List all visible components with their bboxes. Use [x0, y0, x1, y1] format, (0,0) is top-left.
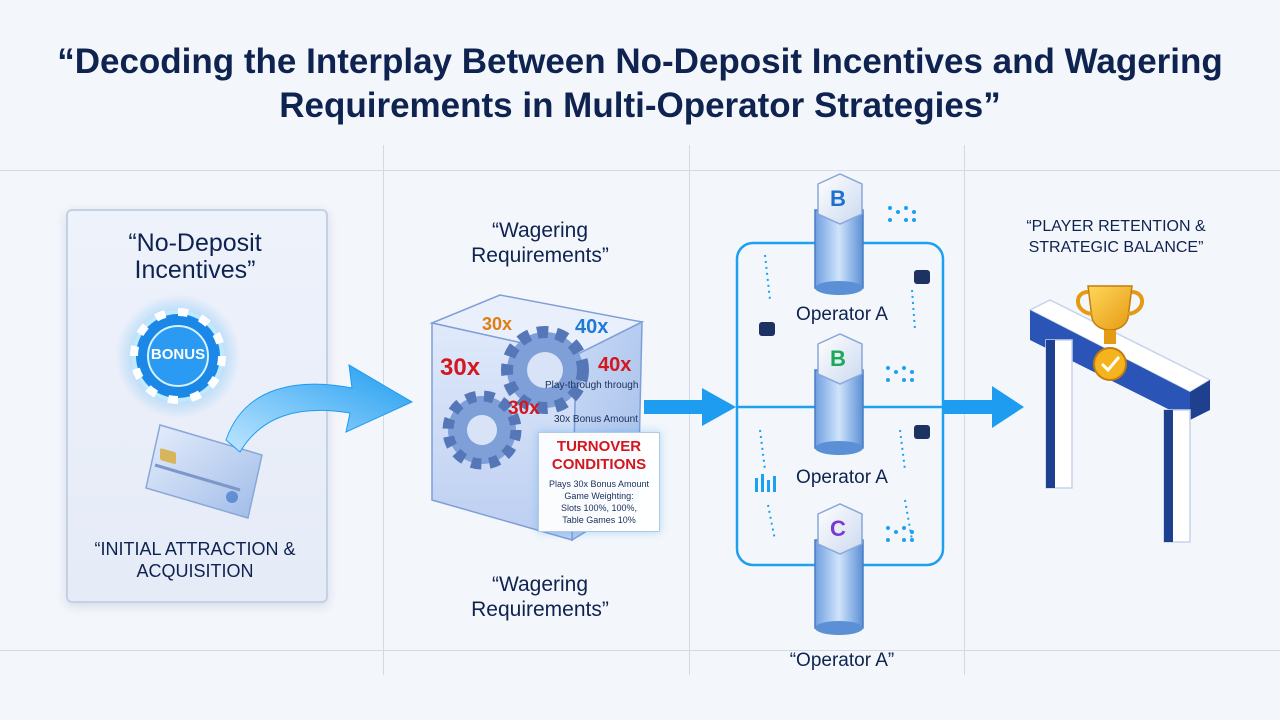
operator-label: “Operator A”	[789, 650, 895, 671]
flow-arrow-to-operators	[644, 388, 736, 426]
operator-cube-letter: C	[830, 516, 846, 541]
server-tower-icon	[814, 333, 864, 455]
grid-divider	[0, 650, 1280, 651]
credit-card-icon	[145, 424, 263, 519]
incentives-caption: “INITIAL ATTRACTION & ACQUISITION	[94, 539, 296, 581]
checkmark-badge-icon	[1093, 347, 1127, 381]
multiplier-label: 40x	[575, 316, 609, 338]
turnover-line: Table Games 10%	[562, 515, 636, 525]
turnover-card: TURNOVER CONDITIONS Plays 30x Bonus Amou…	[538, 432, 660, 532]
page-title: “Decoding the Interplay Between No-Depos…	[57, 42, 1223, 125]
wagering-heading-top: “Wagering Requirements”	[471, 219, 609, 267]
grid-divider	[0, 170, 1280, 171]
balance-gate	[1028, 299, 1212, 543]
operator-cube-letter: B	[830, 186, 846, 211]
operator-label: Operator A	[796, 304, 888, 325]
wallet-icon	[759, 270, 930, 439]
server-tower-icon	[814, 503, 864, 635]
operator-cube-letter: B	[830, 346, 846, 371]
bonus-chip-icon	[116, 294, 240, 418]
gear-icon	[501, 326, 589, 414]
trophy-icon	[1076, 285, 1144, 344]
operator-label: Operator A	[796, 467, 888, 488]
multiplier-label: 40x	[598, 354, 632, 376]
bonus-amount-text: 30x Bonus Amount	[554, 414, 638, 425]
multiplier-label: 30x	[440, 354, 481, 381]
incentives-heading: “No-Deposit Incentives”	[128, 229, 262, 284]
retention-heading: “PLAYER RETENTION & STRATEGIC BALANCE”	[1026, 218, 1206, 256]
server-tower-icon	[814, 173, 864, 295]
multiplier-label: 30x	[482, 314, 513, 334]
playthrough-text: Play-through through	[545, 380, 639, 391]
turnover-line: Game Weighting:	[564, 491, 634, 501]
gear-icon	[442, 390, 522, 470]
turnover-title: TURNOVER CONDITIONS	[551, 438, 647, 473]
network-dots	[755, 206, 916, 542]
turnover-line: Plays 30x Bonus Amount	[548, 479, 650, 489]
bonus-chip-label: BONUS	[150, 346, 206, 363]
flow-arrow-to-retention	[944, 386, 1024, 428]
wagering-heading-bottom: “Wagering Requirements”	[471, 573, 609, 621]
multiplier-label: 30x	[508, 398, 540, 419]
flow-arrow-curved	[225, 364, 414, 453]
turnover-line: Slots 100%, 100%,	[560, 503, 638, 513]
